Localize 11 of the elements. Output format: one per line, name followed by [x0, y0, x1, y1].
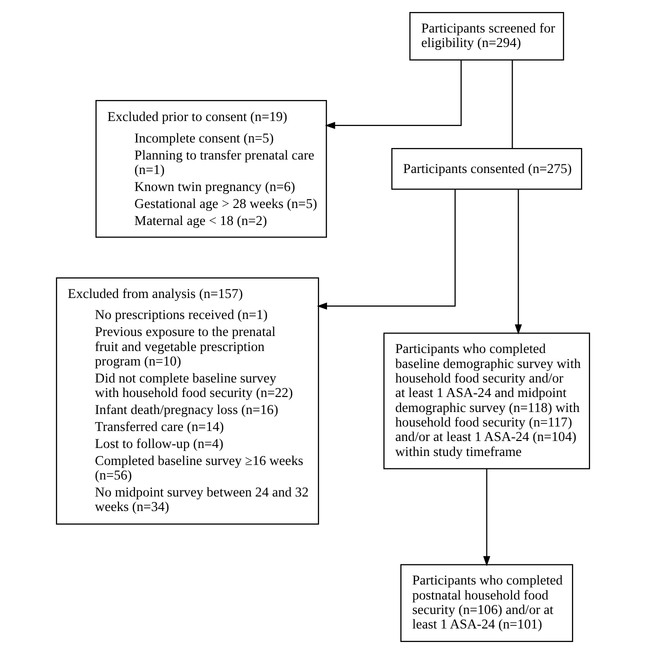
node-box: Participants who completed postnatal household food security (n=106) and/or at least 1 ASA-24 (n=101) — [400, 564, 574, 642]
arrow — [316, 189, 456, 310]
node-box: Participants who completed baseline demographic survey with household food security and/or at least 1 ASA-24 and midpoint demographic survey (n=118) with household food security (n=117) and/or at least 1 ASA-24 (n=104) within study timeframe — [383, 332, 590, 470]
node-box: Participants screened for eligibility (n=294) — [409, 12, 564, 61]
connector — [512, 60, 513, 148]
arrow — [483, 468, 490, 566]
node-box: Excluded from analysis (n=157) No prescriptions received (n=1) Previous exposure to the prenatal fruit and vegetable prescription program (n=10) Did not complete baseline survey with household food security (n=22) Infant death/pregnacy loss (n=16) Transferred care (n=14) Lost to follow-up (n=4) Completed baseline survey ≥16 weeks (n=56) No midpoint survey between 24 and 32 weeks (n=34) — [56, 277, 320, 525]
node-box: Participants consented (n=275) — [391, 148, 582, 190]
node-box: Excluded prior to consent (n=19) Incomplete consent (n=5) Planning to transfer prenatal care (n=1) Known twin pregnancy (n=6) Gestational age > 28 weeks (n=5) Maternal age < 18 (n=2) — [95, 100, 327, 238]
arrow — [514, 190, 522, 334]
arrow — [324, 60, 462, 129]
